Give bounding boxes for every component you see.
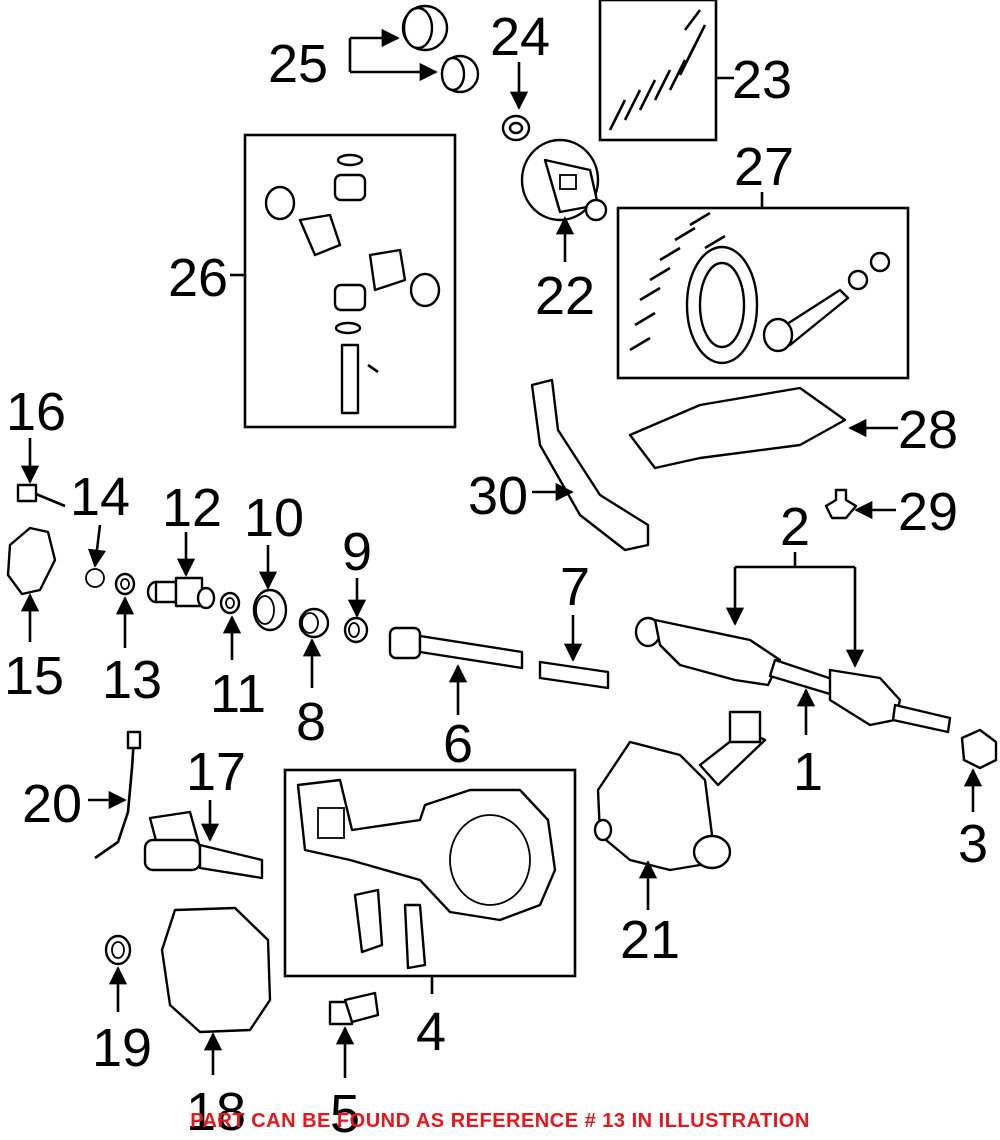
box-23-bolts bbox=[598, 0, 718, 142]
callout-29: 29 bbox=[898, 482, 958, 542]
part-30-bracket bbox=[530, 378, 650, 552]
callout-8: 8 bbox=[296, 692, 326, 752]
callout-14: 14 bbox=[70, 467, 130, 527]
part-23-bolts bbox=[608, 9, 707, 131]
callout-23: 23 bbox=[732, 50, 792, 110]
callout-1: 1 bbox=[793, 742, 823, 802]
part-9-bearing bbox=[343, 616, 369, 644]
part-4-housing bbox=[296, 778, 557, 970]
callout-4: 4 bbox=[416, 1002, 446, 1062]
part-20-sensor-wire bbox=[94, 730, 142, 860]
callout-21: 21 bbox=[620, 910, 680, 970]
callout-20: 20 bbox=[22, 774, 82, 834]
callout-16: 16 bbox=[6, 382, 66, 442]
callout-3: 3 bbox=[958, 814, 988, 874]
part-11-washer bbox=[219, 591, 241, 615]
callout-30: 30 bbox=[468, 466, 528, 526]
callout-5: 5 bbox=[330, 1084, 360, 1140]
part-22-differential-case bbox=[520, 138, 608, 222]
part-25-bearings bbox=[401, 4, 480, 94]
part-26-gear-set bbox=[264, 153, 441, 415]
callout-17: 17 bbox=[186, 742, 246, 802]
part-15-seal bbox=[6, 526, 57, 596]
box-27-ring-pinion bbox=[616, 206, 910, 380]
callout-7: 7 bbox=[560, 557, 590, 617]
leader-lines bbox=[20, 28, 983, 1078]
callout-13: 13 bbox=[102, 650, 162, 710]
box-4-axle-housing bbox=[283, 768, 577, 978]
callout-26: 26 bbox=[168, 248, 228, 308]
part-13-washer bbox=[114, 572, 136, 596]
part-7-stub-shaft bbox=[538, 660, 610, 690]
part-17-actuator bbox=[143, 810, 264, 880]
part-12-coupler bbox=[146, 576, 216, 610]
part-24-washer bbox=[501, 114, 531, 142]
callout-15: 15 bbox=[4, 646, 64, 706]
callout-9: 9 bbox=[342, 522, 372, 582]
part-1-cv-axle bbox=[634, 616, 952, 734]
callout-25: 25 bbox=[268, 34, 328, 94]
part-6-shaft bbox=[388, 626, 524, 670]
box-26-differential-gears bbox=[243, 133, 457, 429]
part-14-snap-ring bbox=[85, 568, 105, 588]
callout-19: 19 bbox=[92, 1018, 152, 1078]
callout-27: 27 bbox=[734, 137, 794, 197]
part-27-ring-pinion bbox=[629, 211, 891, 365]
callout-12: 12 bbox=[162, 478, 222, 538]
part-18-cover bbox=[160, 906, 272, 1034]
callout-18: 18 bbox=[186, 1082, 246, 1140]
part-28-skid-plate bbox=[628, 386, 847, 470]
part-5-bolt bbox=[328, 991, 380, 1026]
part-29-clip bbox=[824, 488, 858, 520]
reference-banner: PART CAN BE FOUND AS REFERENCE # 13 IN I… bbox=[190, 1110, 810, 1132]
part-10-bearing bbox=[252, 588, 288, 632]
callout-11: 11 bbox=[210, 664, 266, 724]
callout-2: 2 bbox=[780, 497, 810, 557]
part-21-diff-assembly bbox=[593, 710, 767, 872]
part-16-bolt bbox=[16, 483, 66, 508]
callout-6: 6 bbox=[443, 714, 473, 774]
callout-24: 24 bbox=[490, 7, 550, 67]
callout-28: 28 bbox=[898, 400, 958, 460]
callout-10: 10 bbox=[244, 488, 304, 548]
part-19-plug bbox=[104, 934, 132, 966]
part-3-nut bbox=[960, 728, 998, 770]
part-8-seal bbox=[298, 607, 330, 639]
callout-22: 22 bbox=[535, 266, 595, 326]
